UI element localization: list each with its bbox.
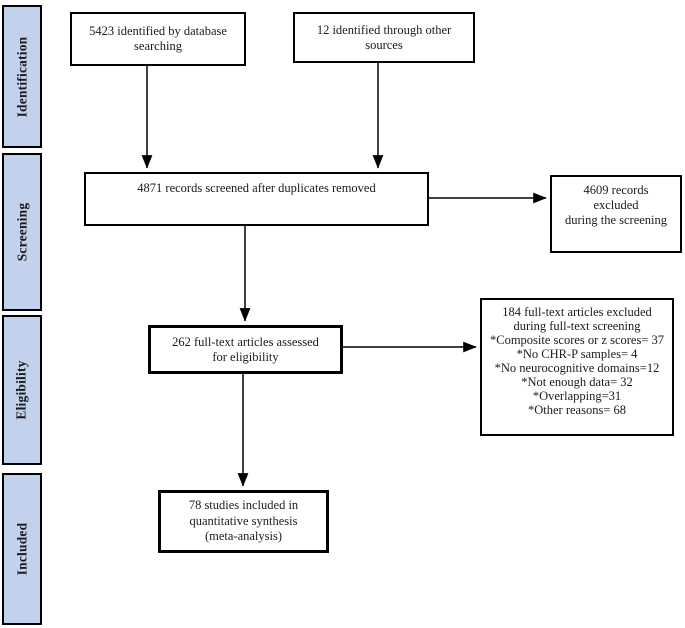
included-synthesis-box: 78 studies included in quantitative synt…: [158, 490, 329, 553]
screening-excluded-box: 4609 records excluded during the screeni…: [550, 175, 682, 253]
stage-included-label: Included: [14, 522, 29, 576]
stage-eligibility: Eligibility: [2, 315, 42, 465]
database-search-box: 5423 identified by database searching: [70, 12, 246, 66]
stage-identification-label: Identification: [14, 36, 29, 117]
fulltext-excluded-text: 184 full-text articles excluded during f…: [489, 305, 665, 417]
other-sources-text: 12 identified through other sources: [316, 22, 452, 52]
fulltext-assessed-text: 262 full-text articles assessed for elig…: [172, 334, 319, 364]
other-sources-box: 12 identified through other sources: [293, 12, 475, 63]
database-search-text: 5423 identified by database searching: [89, 24, 227, 53]
stage-screening-label: Screening: [14, 202, 29, 262]
stage-screening: Screening: [2, 153, 42, 311]
records-screened-box: 4871 records screened after duplicates r…: [84, 172, 429, 226]
fulltext-assessed-box: 262 full-text articles assessed for elig…: [148, 325, 343, 374]
records-screened-text: 4871 records screened after duplicates r…: [137, 181, 376, 195]
stage-eligibility-label: Eligibility: [14, 360, 29, 420]
included-synthesis-text: 78 studies included in quantitative synt…: [188, 498, 299, 544]
fulltext-excluded-box: 184 full-text articles excluded during f…: [480, 298, 674, 436]
stage-included: Included: [2, 473, 42, 625]
stage-identification: Identification: [2, 5, 42, 148]
screening-excluded-text: 4609 records excluded during the screeni…: [564, 183, 668, 227]
